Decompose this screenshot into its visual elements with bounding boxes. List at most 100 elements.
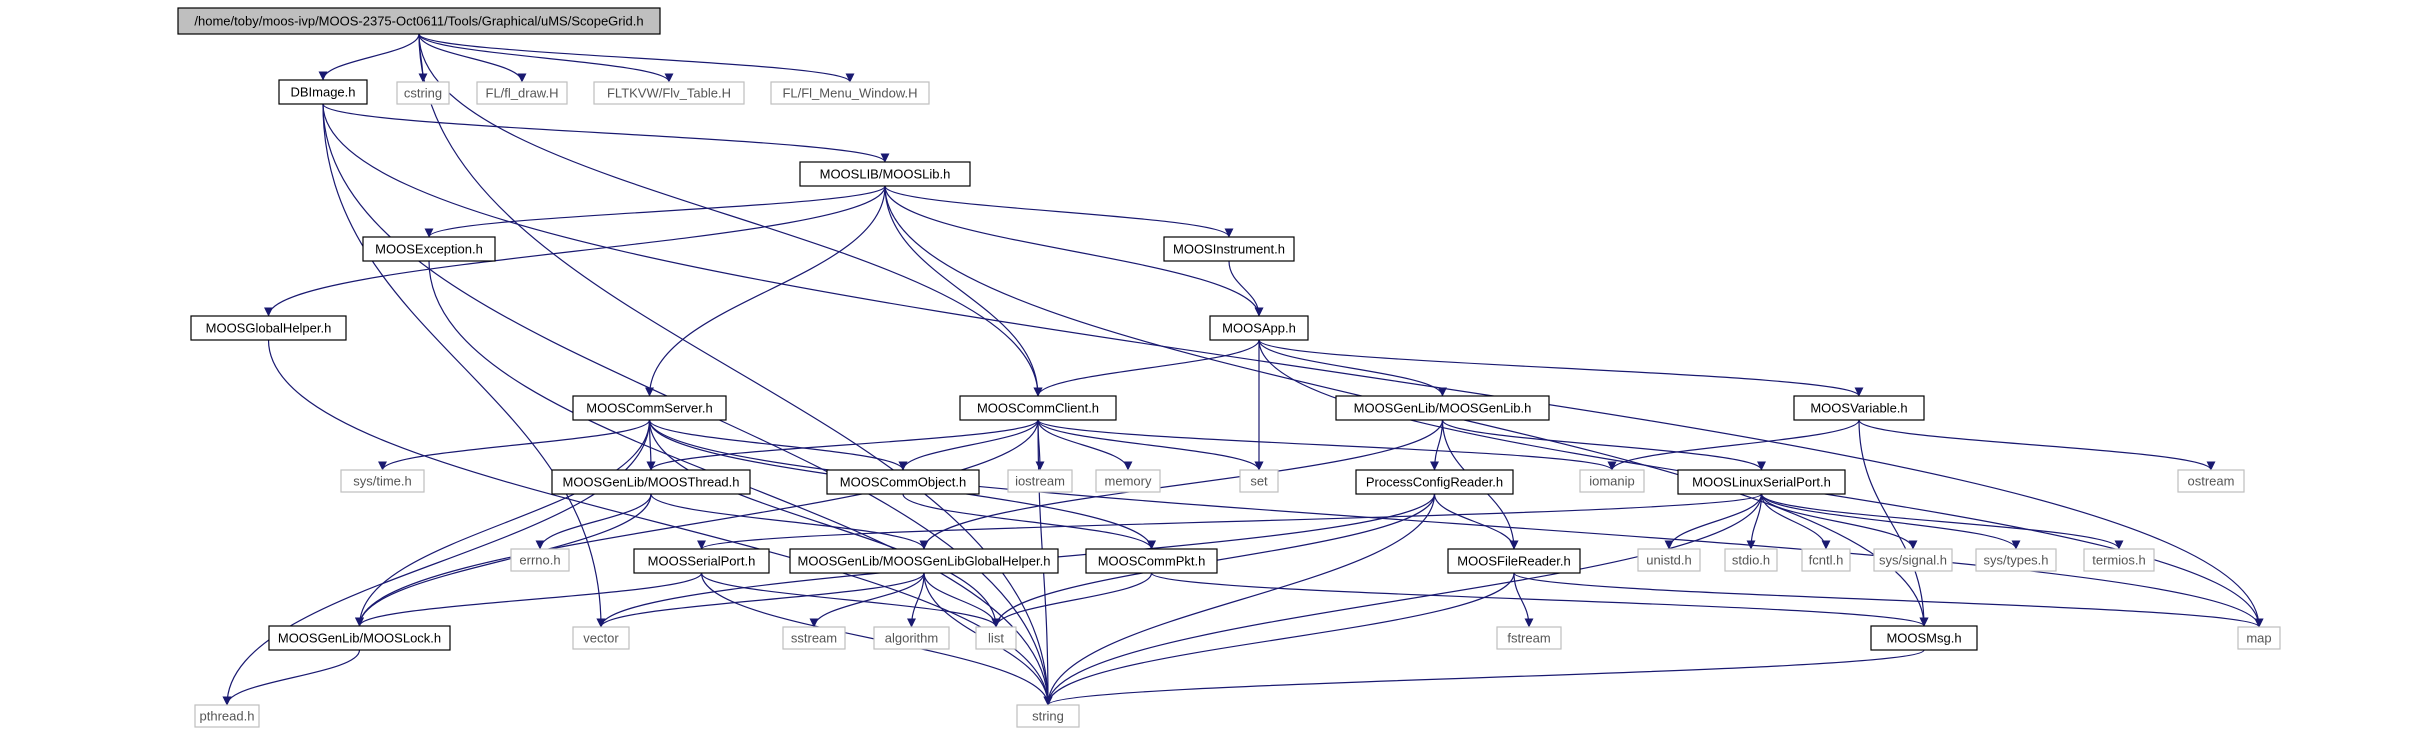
node-label: MOOSSerialPort.h xyxy=(648,554,756,569)
node-label: MOOSCommServer.h xyxy=(586,401,712,416)
node-systime: sys/time.h xyxy=(340,469,425,493)
edge-mooslib-to-moosinstr xyxy=(884,185,1234,238)
node-label: sstream xyxy=(791,631,837,646)
node-mooslib[interactable]: MOOSLIB/MOOSLib.h xyxy=(799,161,971,187)
node-mooscommobj[interactable]: MOOSCommObject.h xyxy=(826,469,980,495)
node-sstream: sstream xyxy=(782,626,846,650)
node-label: unistd.h xyxy=(1646,553,1692,568)
edge-root-to-moosclient xyxy=(418,33,1043,397)
node-moosgenlib[interactable]: MOOSGenLib/MOOSGenLib.h xyxy=(1335,395,1550,421)
node-list: list xyxy=(975,626,1017,650)
node-filereader[interactable]: MOOSFileReader.h xyxy=(1447,548,1581,574)
node-box xyxy=(593,81,745,105)
edge-root-to-flmenu xyxy=(418,33,855,83)
node-fstream: fstream xyxy=(1496,626,1562,650)
edge-mooslib-to-moosserver xyxy=(645,185,886,397)
edge-moosthread-to-genglob xyxy=(650,493,929,550)
node-label: MOOSException.h xyxy=(375,242,483,257)
node-box xyxy=(1016,704,1080,728)
node-genglob[interactable]: MOOSGenLib/MOOSGenLibGlobalHelper.h xyxy=(789,548,1059,574)
node-label: FL/fl_draw.H xyxy=(486,86,559,101)
node-box xyxy=(190,315,347,341)
node-label: termios.h xyxy=(2092,553,2145,568)
node-box xyxy=(1873,548,1953,572)
edge-moosclient-to-mooscommobj xyxy=(898,419,1039,471)
edge-filereader-to-string xyxy=(1043,572,1515,706)
node-moosmsg[interactable]: MOOSMsg.h xyxy=(1870,625,1978,651)
edge-linserial-to-serialport xyxy=(697,493,1763,550)
node-label: ProcessConfigReader.h xyxy=(1366,475,1503,490)
node-label: MOOSCommClient.h xyxy=(977,401,1099,416)
node-label: set xyxy=(1250,474,1268,489)
node-procconf[interactable]: ProcessConfigReader.h xyxy=(1355,469,1514,495)
edge-dbimage-to-vector xyxy=(322,103,606,628)
node-box xyxy=(1496,626,1562,650)
node-label: DBImage.h xyxy=(290,85,355,100)
node-box xyxy=(1724,548,1778,572)
node-set: set xyxy=(1239,469,1279,493)
node-box xyxy=(572,395,727,421)
node-mooslock[interactable]: MOOSGenLib/MOOSLock.h xyxy=(268,625,451,651)
node-box xyxy=(770,81,930,105)
node-moosinstr[interactable]: MOOSInstrument.h xyxy=(1163,236,1295,262)
node-label: sys/time.h xyxy=(353,474,412,489)
node-dbimage[interactable]: DBImage.h xyxy=(278,79,368,105)
node-label: MOOSMsg.h xyxy=(1886,631,1961,646)
node-moosglob[interactable]: MOOSGlobalHelper.h xyxy=(190,315,347,341)
node-label: /home/toby/moos-ivp/MOOS-2375-Oct0611/To… xyxy=(194,14,643,29)
node-commpkt[interactable]: MOOSCommPkt.h xyxy=(1085,548,1218,574)
node-label: string xyxy=(1032,709,1064,724)
node-box xyxy=(1209,315,1309,341)
node-moosexc[interactable]: MOOSException.h xyxy=(362,236,496,262)
node-label: vector xyxy=(583,631,619,646)
node-iostream: iostream xyxy=(1007,469,1073,493)
node-box xyxy=(1007,469,1073,493)
node-pthread: pthread.h xyxy=(194,704,260,728)
node-moosvar[interactable]: MOOSVariable.h xyxy=(1793,395,1925,421)
node-moosclient[interactable]: MOOSCommClient.h xyxy=(959,395,1117,421)
node-moosthread[interactable]: MOOSGenLib/MOOSThread.h xyxy=(551,469,751,495)
node-label: stdio.h xyxy=(1732,553,1770,568)
node-box xyxy=(782,626,846,650)
edge-moosthread-to-errno xyxy=(535,493,652,550)
edge-mooslib-to-moosexc xyxy=(424,185,886,238)
node-unistd: unistd.h xyxy=(1637,548,1701,572)
edge-dbimage-to-mooslib xyxy=(322,103,890,163)
node-box xyxy=(1870,625,1978,651)
node-box xyxy=(1447,548,1581,574)
edge-moosgenlib-to-genglob xyxy=(919,419,1444,550)
node-box xyxy=(396,81,450,105)
edge-moosvar-to-iomanip xyxy=(1607,419,1860,471)
node-map: map xyxy=(2237,626,2281,650)
node-moosapp[interactable]: MOOSApp.h xyxy=(1209,315,1309,341)
node-box xyxy=(1637,548,1701,572)
node-serialport[interactable]: MOOSSerialPort.h xyxy=(633,548,770,574)
edge-moosapp-to-moosvar xyxy=(1258,339,1864,397)
edge-moosserver-to-mooslock xyxy=(355,419,651,627)
node-label: FLTKVW/Flv_Table.H xyxy=(607,86,731,101)
node-box xyxy=(1239,469,1279,493)
edge-layer xyxy=(222,33,2264,706)
edge-mooslock-to-pthread xyxy=(222,649,361,706)
edge-root-to-flvtable xyxy=(418,33,674,83)
edge-serialport-to-mooslock xyxy=(355,572,703,627)
edge-moosserver-to-map xyxy=(648,419,2264,628)
node-box xyxy=(2237,626,2281,650)
edge-moosserver-to-list xyxy=(648,419,1001,628)
node-box xyxy=(278,79,368,105)
node-termios: termios.h xyxy=(2083,548,2155,572)
edge-moosvar-to-moosmsg xyxy=(1858,419,1929,627)
node-box xyxy=(510,548,570,572)
edge-serialport-to-list xyxy=(700,572,1001,628)
node-box xyxy=(633,548,770,574)
node-root[interactable]: /home/toby/moos-ivp/MOOS-2375-Oct0611/To… xyxy=(177,7,661,35)
node-box xyxy=(1801,548,1851,572)
node-linserial[interactable]: MOOSLinuxSerialPort.h xyxy=(1677,469,1846,495)
edge-commpkt-to-moosmsg xyxy=(1150,572,1929,627)
node-moosserver[interactable]: MOOSCommServer.h xyxy=(572,395,727,421)
node-box xyxy=(1793,395,1925,421)
edge-moosvar-to-ostream xyxy=(1858,419,2216,471)
node-algorithm: algorithm xyxy=(873,626,950,650)
node-cstring: cstring xyxy=(396,81,450,105)
node-box xyxy=(572,626,630,650)
